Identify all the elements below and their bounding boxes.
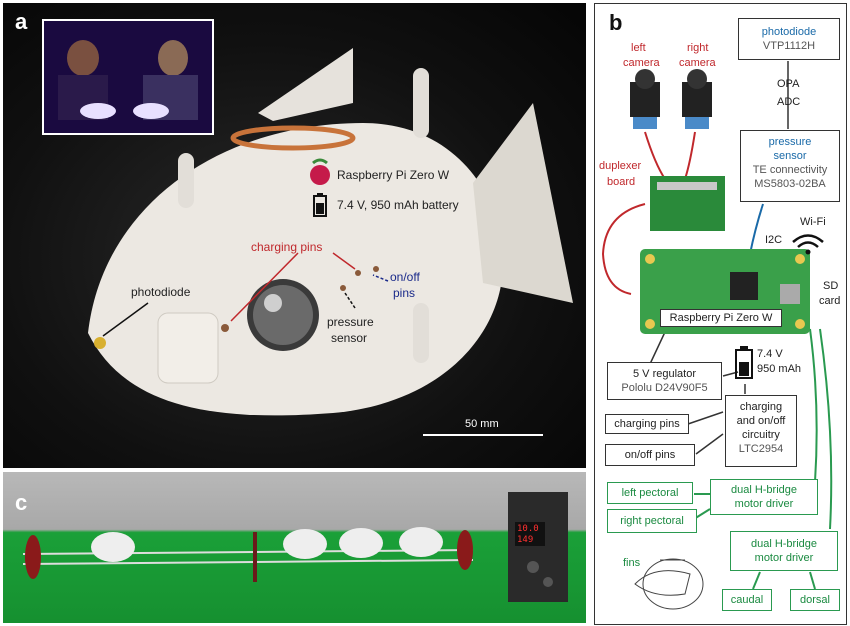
label-pressure-sensor: sensor xyxy=(331,331,368,345)
photodiode-box: photodiode VTP1112H xyxy=(738,18,840,60)
panel-c-photo: c 10.0 149 xyxy=(3,472,586,623)
regulator-title: 5 V regulator xyxy=(633,368,696,380)
pi-label: Raspberry Pi Zero W xyxy=(669,312,773,324)
regulator-box: 5 V regulator Pololu D24V90F5 xyxy=(607,362,722,400)
left-pectoral-box: left pectoral xyxy=(607,482,693,504)
fish-body xyxy=(88,123,503,416)
dorsal-box: dorsal xyxy=(790,589,840,611)
label-battery: 7.4 V, 950 mAh battery xyxy=(337,198,459,212)
duplexer-label-2: board xyxy=(607,176,636,188)
opa-label: OPA xyxy=(777,78,800,90)
hbridge-2-line-1: dual H-bridge xyxy=(750,538,818,550)
hbridge-2-box: dual H-bridge motor driver xyxy=(730,531,838,571)
label-onoff: on/off xyxy=(390,270,420,284)
panel-c-letter: c xyxy=(15,490,28,515)
panel-a-letter: a xyxy=(15,9,28,34)
photodiode-title: photodiode xyxy=(761,26,817,38)
photodiode-part: VTP1112H xyxy=(762,40,816,52)
raspberry-icon xyxy=(310,165,330,185)
battery-capacity: 950 mAh xyxy=(757,363,802,375)
charging-pins-box: charging pins xyxy=(605,414,689,434)
hbridge-1-line-1: dual H-bridge xyxy=(730,484,798,496)
fins-sketch xyxy=(642,558,704,610)
panel-a-photo: a Raspberry Pi Zero W 7.4 V, 950 mAh bat… xyxy=(3,3,586,468)
wifi-label: Wi-Fi xyxy=(800,216,826,228)
caudal-label: caudal xyxy=(730,594,764,606)
circuitry-box: charging and on/off circuitry LTC2954 xyxy=(725,395,797,467)
battery-voltage: 7.4 V xyxy=(757,348,783,360)
panel-b-letter: b xyxy=(609,10,623,35)
label-pressure: pressure xyxy=(327,315,374,329)
display-current: 149 xyxy=(517,535,534,545)
sd-label-2: card xyxy=(819,295,841,307)
dorsal-label: dorsal xyxy=(800,594,830,606)
hbridge-1-line-2: motor driver xyxy=(734,498,794,510)
onoff-pins-label: on/off pins xyxy=(624,449,676,461)
pressure-box: pressure sensor TE connectivity MS5803-0… xyxy=(740,130,840,202)
circuit-line-2: and on/off xyxy=(736,415,786,427)
label-pi: Raspberry Pi Zero W xyxy=(337,168,450,182)
left-camera-label-2: camera xyxy=(623,57,660,69)
display-voltage: 10.0 xyxy=(517,524,539,534)
circuit-line-3: circuitry xyxy=(742,429,780,441)
pressure-part-1: TE connectivity xyxy=(752,164,828,176)
label-charging-pins: charging pins xyxy=(251,240,323,254)
sd-label: SD xyxy=(823,280,839,292)
wifi-icon xyxy=(792,234,824,243)
circuit-line-4: LTC2954 xyxy=(738,443,784,455)
regulator-part: Pololu D24V90F5 xyxy=(621,382,708,394)
fins-label: fins xyxy=(623,557,641,569)
right-pectoral-label: right pectoral xyxy=(620,515,684,527)
right-pectoral-box: right pectoral xyxy=(607,509,697,533)
left-camera-label: left xyxy=(631,42,646,54)
right-camera-label-2: camera xyxy=(679,57,716,69)
label-photodiode: photodiode xyxy=(131,285,191,299)
onoff-pins-box: on/off pins xyxy=(605,444,695,466)
fish-robot-illustration xyxy=(42,19,573,436)
right-camera-label: right xyxy=(687,42,709,54)
caudal-box: caudal xyxy=(722,589,772,611)
pressure-title: pressure xyxy=(768,136,812,148)
panel-b-diagram: b photodiode VTP1112H OPA ADC left camer… xyxy=(594,3,847,625)
hbridge-1-box: dual H-bridge motor driver xyxy=(710,479,818,515)
pressure-part-2: MS5803-02BA xyxy=(754,178,826,190)
adc-label: ADC xyxy=(777,96,801,108)
power-supply xyxy=(508,492,568,602)
left-pectoral-label: left pectoral xyxy=(621,487,679,499)
pi-label-box: Raspberry Pi Zero W xyxy=(660,309,782,327)
label-scale: 50 mm xyxy=(465,418,499,430)
label-onoff-pins: pins xyxy=(393,286,416,300)
charging-pins-label: charging pins xyxy=(614,418,680,430)
circuit-line-1: charging xyxy=(739,401,783,413)
i2c-label: I2C xyxy=(765,234,783,246)
tank-illustration xyxy=(22,492,568,602)
pressure-title-2: sensor xyxy=(773,150,807,162)
hbridge-2-line-2: motor driver xyxy=(754,552,814,564)
duplexer-label: duplexer xyxy=(599,160,642,172)
